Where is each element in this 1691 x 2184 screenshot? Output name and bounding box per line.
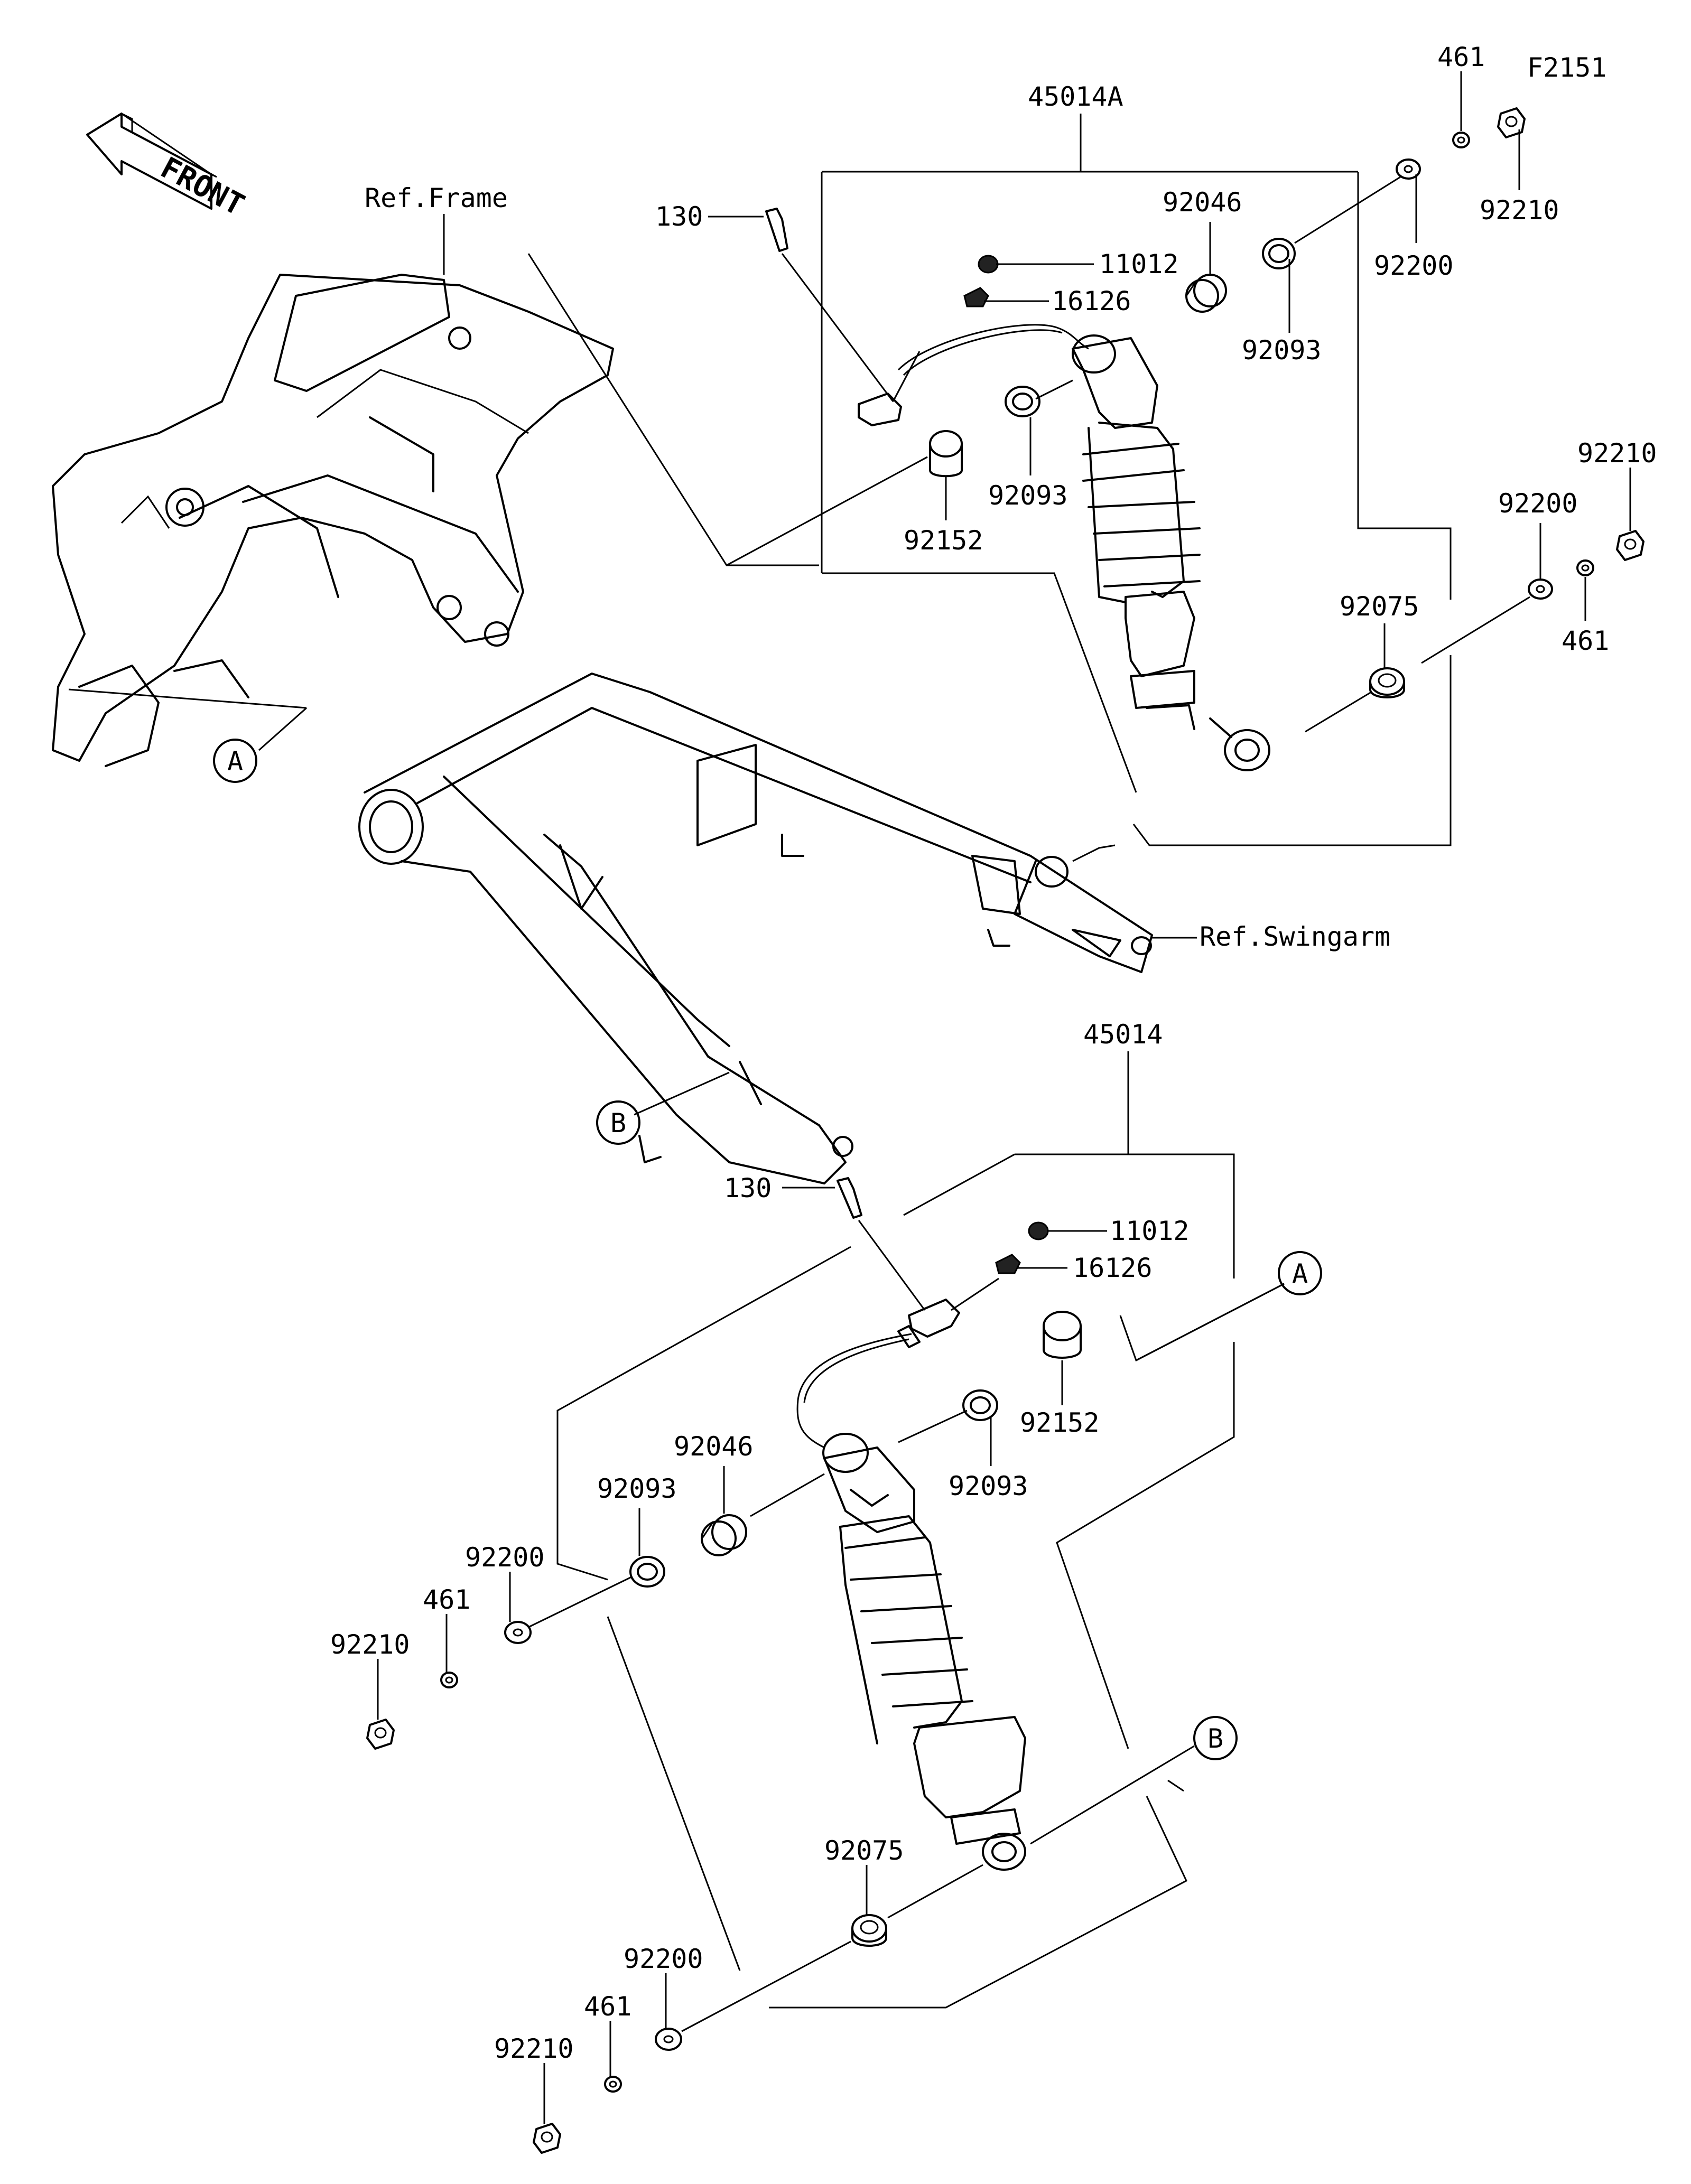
upper-label-f2151: F2151 <box>1527 52 1607 83</box>
callout-a-upper-label: A <box>227 746 243 777</box>
lower-label-92210a: 92210 <box>330 1629 410 1660</box>
upper-label-92075: 92075 <box>1340 591 1419 622</box>
upper-label-92200a: 92200 <box>1374 250 1454 281</box>
upper-washer-92200b <box>1528 578 1553 600</box>
lower-connector <box>897 1299 960 1348</box>
callout-a-upper: A <box>213 739 257 783</box>
upper-connector <box>858 393 902 426</box>
lower-label-92152: 92152 <box>1020 1407 1100 1438</box>
upper-label-92152: 92152 <box>904 525 983 556</box>
lower-bolt-130 <box>837 1177 862 1219</box>
upper-cap-11012 <box>978 255 999 274</box>
upper-washer-92200a <box>1396 158 1421 180</box>
front-arrow-icon: FRONT <box>86 113 250 223</box>
lower-label-92210b: 92210 <box>494 2033 574 2064</box>
upper-lockwasher-461a <box>1452 132 1470 148</box>
lower-label-92200b: 92200 <box>624 1944 703 1974</box>
lower-collar-92075 <box>851 1914 887 1947</box>
callout-a-lower: A <box>1278 1251 1322 1295</box>
lower-nut-92210a <box>366 1719 395 1750</box>
lower-washer-92200b <box>655 2028 682 2051</box>
upper-label-92200b: 92200 <box>1498 488 1578 519</box>
ref-frame-label: Ref.Frame <box>365 183 508 213</box>
swingarm-drawing <box>358 673 1153 1184</box>
lower-collar-92152 <box>1043 1311 1082 1359</box>
upper-seal-92093a <box>1262 238 1296 269</box>
lower-seal-92093b <box>629 1556 665 1588</box>
upper-label-16126: 16126 <box>1052 286 1131 316</box>
upper-shock-absorber <box>897 324 1270 771</box>
upper-collar-92152 <box>929 430 963 478</box>
upper-label-130: 130 <box>655 201 703 232</box>
upper-seal-92093b <box>1005 386 1040 417</box>
upper-label-461b: 461 <box>1562 626 1609 656</box>
upper-label-92046: 92046 <box>1163 187 1242 218</box>
upper-kit-label: 45014A <box>1028 81 1123 112</box>
upper-label-92210a: 92210 <box>1480 195 1559 226</box>
upper-bearing-92046 <box>1185 274 1227 313</box>
lower-kit-label: 45014 <box>1083 1019 1163 1050</box>
upper-label-461a: 461 <box>1437 42 1485 72</box>
callout-b-swingarm-label: B <box>610 1108 626 1138</box>
lower-label-92075: 92075 <box>824 1835 904 1866</box>
upper-nut-92210a <box>1497 107 1526 138</box>
lower-label-92093b: 92093 <box>597 1473 677 1504</box>
lower-label-92093a: 92093 <box>949 1471 1028 1501</box>
upper-label-92093b: 92093 <box>988 480 1068 511</box>
lower-seal-92093a <box>962 1389 998 1421</box>
lower-washer-92200a <box>504 1621 532 1644</box>
lower-nipple-16126 <box>995 1254 1021 1274</box>
lower-label-92046: 92046 <box>674 1431 754 1462</box>
lower-label-461b: 461 <box>584 1991 631 2022</box>
lower-label-16126: 16126 <box>1073 1253 1153 1283</box>
upper-lockwasher-461b <box>1576 559 1594 576</box>
upper-nipple-16126 <box>963 287 989 307</box>
callout-b-swingarm: B <box>596 1100 640 1145</box>
upper-collar-92075 <box>1369 667 1405 698</box>
lower-bearing-92046 <box>701 1514 747 1556</box>
lower-label-461a: 461 <box>423 1584 470 1615</box>
lower-shock-absorber <box>796 1333 1026 1871</box>
upper-label-11012: 11012 <box>1099 249 1179 279</box>
upper-nut-92210b <box>1616 530 1644 561</box>
lower-lockwasher-461b <box>604 2076 622 2093</box>
lower-label-130: 130 <box>724 1173 772 1203</box>
upper-label-92210b: 92210 <box>1577 438 1657 469</box>
ref-swingarm-label: Ref.Swingarm <box>1200 921 1390 952</box>
lower-cap-11012 <box>1028 1221 1049 1240</box>
upper-label-92093a: 92093 <box>1242 335 1322 366</box>
lower-lockwasher-461a <box>440 1672 458 1688</box>
callout-b-lower: B <box>1193 1716 1238 1760</box>
front-arrow-label: FRONT <box>155 151 249 223</box>
lower-nut-92210b <box>533 2123 561 2154</box>
frame-drawing <box>52 274 614 767</box>
callout-b-lower-label: B <box>1207 1723 1223 1754</box>
callout-a-lower-label: A <box>1292 1258 1308 1289</box>
lower-label-11012: 11012 <box>1110 1216 1190 1246</box>
upper-bolt-130 <box>765 208 788 252</box>
lower-label-92200a: 92200 <box>465 1542 545 1573</box>
